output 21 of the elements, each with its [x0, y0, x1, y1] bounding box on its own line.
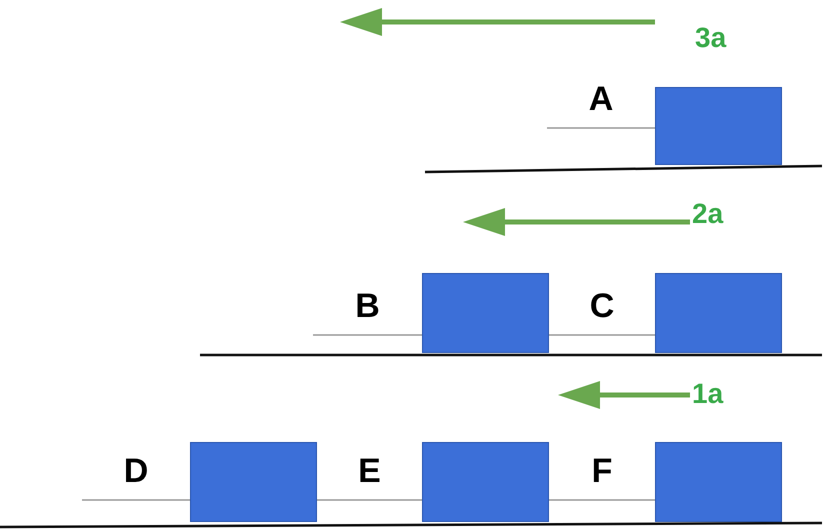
rope-line — [549, 334, 655, 336]
block — [655, 442, 782, 522]
rope-line — [547, 127, 655, 129]
acceleration-label: 2a — [692, 200, 724, 228]
acceleration-label: 3a — [695, 24, 726, 52]
block — [422, 442, 549, 522]
rope-line — [82, 499, 190, 501]
rope-label: D — [124, 454, 148, 488]
rope-label: F — [592, 454, 612, 488]
rope-line — [549, 499, 655, 501]
rope-label: E — [358, 454, 381, 488]
block — [422, 273, 549, 353]
rope-label: C — [590, 289, 614, 323]
rope-label: A — [588, 82, 614, 116]
rope-line — [317, 499, 422, 501]
block — [655, 273, 782, 353]
rope-line — [313, 334, 422, 336]
block — [655, 87, 782, 165]
block — [190, 442, 317, 522]
acceleration-label: 1a — [692, 380, 724, 408]
rope-label: B — [355, 289, 380, 323]
